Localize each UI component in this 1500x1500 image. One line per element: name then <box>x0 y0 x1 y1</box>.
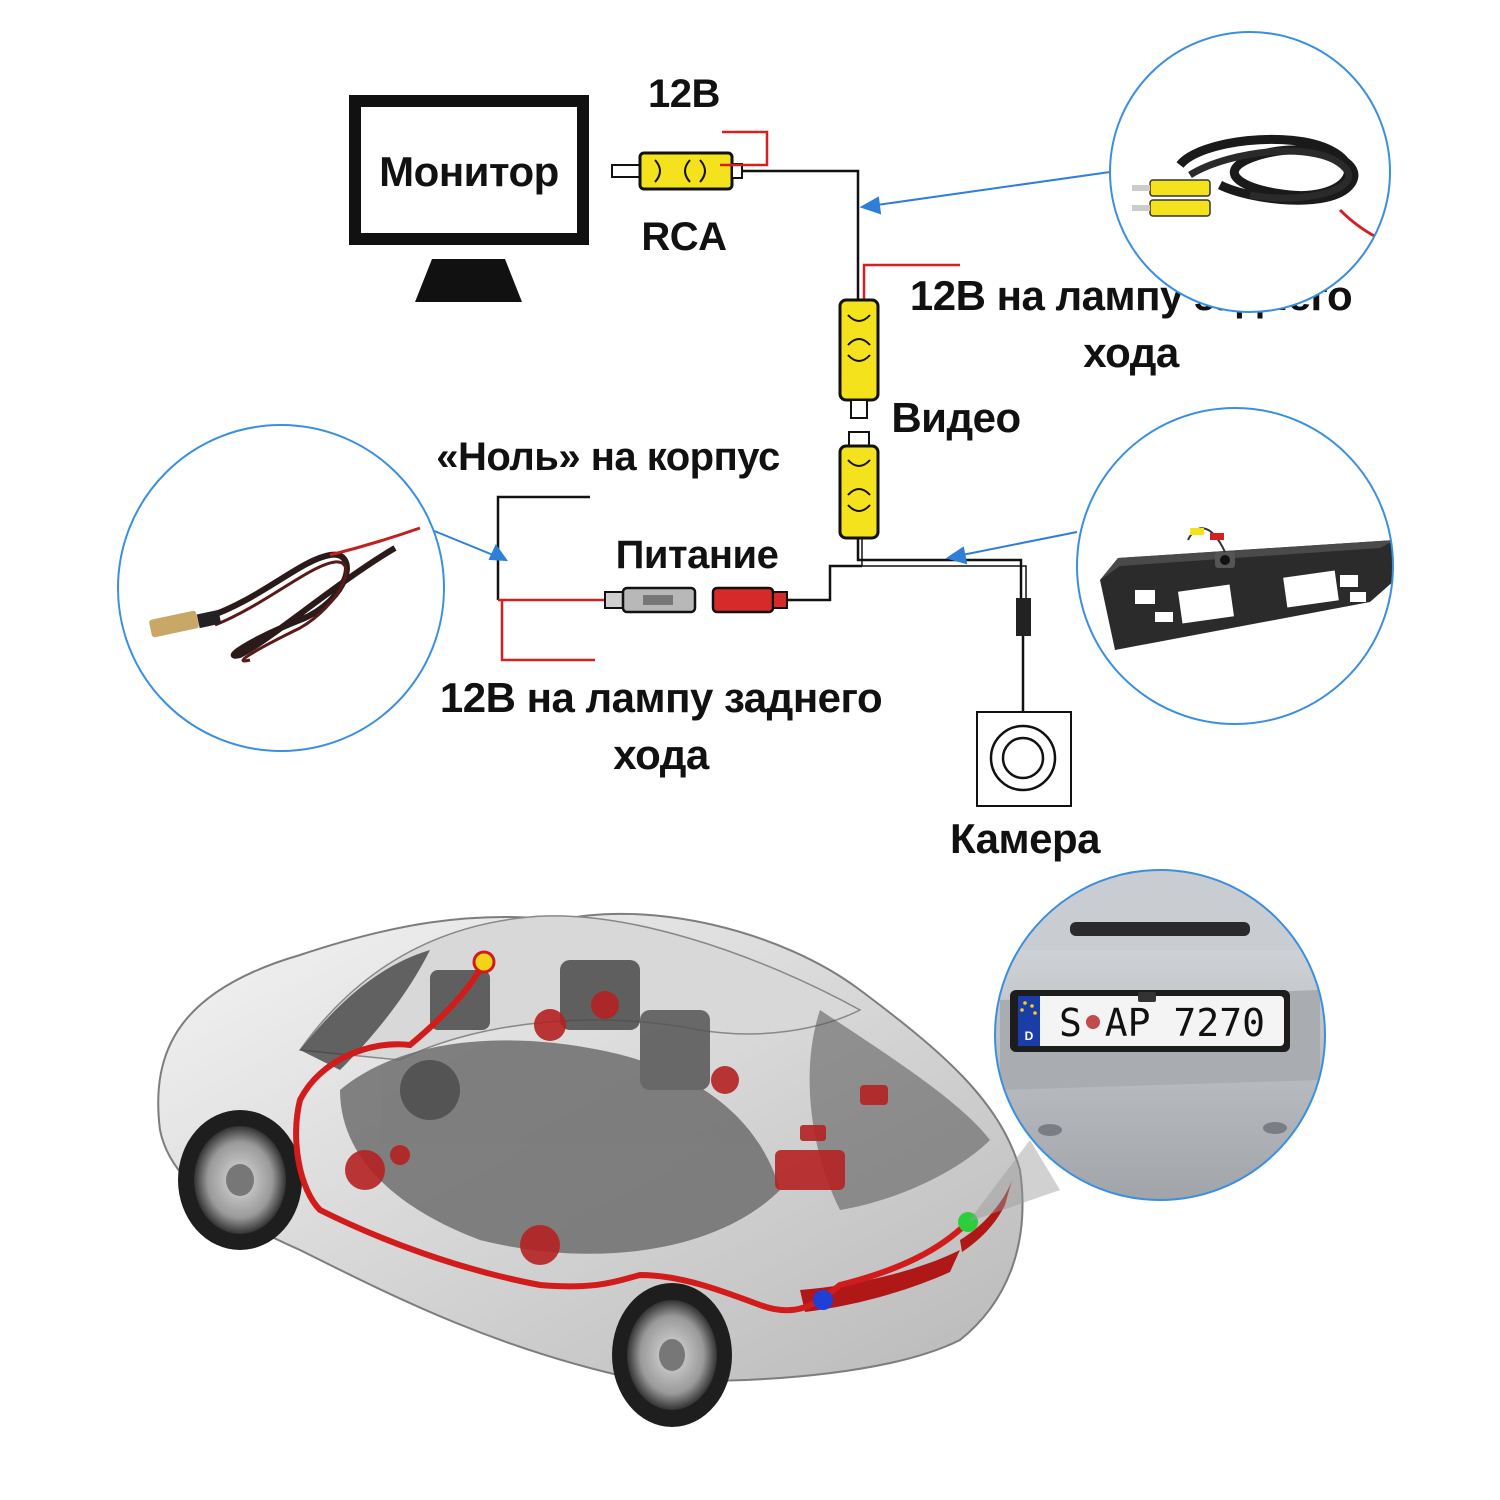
camera-icon <box>976 711 1072 807</box>
rca-label: RCA <box>641 215 726 259</box>
volt-top-label: 12В <box>648 72 720 116</box>
rca-video-connector-upper-icon <box>838 298 880 419</box>
rear-plate-closeup: D S AP 7270 <box>994 869 1326 1201</box>
reverse-left-label-line2: хода <box>613 731 710 778</box>
monitor-icon <box>349 95 589 302</box>
marker-yellow <box>472 950 496 974</box>
marker-green <box>958 1212 978 1232</box>
rear-wheel-icon <box>612 1283 732 1427</box>
wire-video-main <box>742 169 860 302</box>
wire-video-camera <box>856 538 1023 600</box>
wire-reverse-left <box>500 600 595 662</box>
dc-plug-grey-icon <box>604 586 697 614</box>
camera-label: Камера <box>950 815 1101 862</box>
rca-cable-photo <box>1109 31 1391 313</box>
power-cable-photo <box>117 424 445 752</box>
dc-plug-red-icon <box>711 586 788 614</box>
plate-country: D <box>1025 1029 1034 1043</box>
reverse-top-label-line2: хода <box>1083 329 1180 376</box>
front-wheel-icon <box>178 1110 302 1250</box>
pointer-arrows <box>426 171 1111 565</box>
car-illustration <box>157 912 1060 1427</box>
wire-power-to-video <box>787 564 862 602</box>
inline-splice-icon <box>1016 598 1031 636</box>
rca-video-connector-lower-icon <box>838 431 880 540</box>
plate-frame-photo <box>1076 407 1394 725</box>
wire-video-camera-2 <box>861 538 1027 600</box>
wire-12v-top <box>720 130 769 167</box>
video-label: Видео <box>891 394 1020 441</box>
wire-ground <box>496 495 590 600</box>
reverse-left-label-line1: 12В на лампу заднего <box>440 674 882 721</box>
ground-label: «Ноль» на корпус <box>436 435 780 479</box>
monitor-label: Монитор <box>379 148 559 195</box>
rca-top-connector-icon <box>611 151 743 191</box>
marker-blue <box>813 1290 833 1310</box>
wire-reverse-top <box>862 263 960 306</box>
power-label: Питание <box>616 533 779 577</box>
